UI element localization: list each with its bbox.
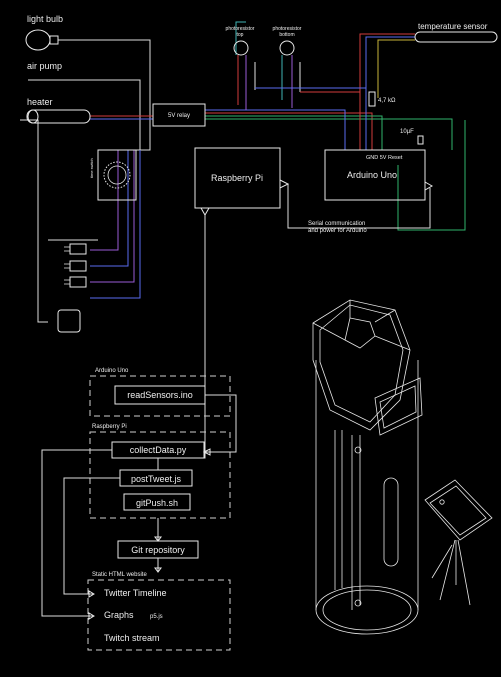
light-bulb: light bulb (25, 14, 63, 51)
air-pump-label: air pump (27, 61, 62, 71)
arduino-uno-board: GND 5V Reset Arduino Uno (324, 149, 434, 201)
power-plug-icon (64, 243, 87, 255)
post-tweet-label: postTweet.js (131, 474, 182, 484)
website-group (87, 579, 231, 651)
photoresistor-bottom-line2: bottom (279, 32, 294, 38)
graphs-lib-label: p5.js (150, 614, 163, 620)
photoresistor-top: photoresistor top (226, 26, 255, 56)
light-bulb-label: light bulb (27, 14, 63, 24)
collect-data-label: collectData.py (130, 445, 187, 455)
power-plug-icon (64, 276, 87, 288)
git-repository-label: Git repository (131, 545, 185, 555)
photoresistor-icon (279, 40, 295, 56)
raspberry-pi-board: Raspberry Pi (194, 147, 290, 217)
heater-icon (26, 109, 91, 124)
graphs-label: Graphs (104, 610, 134, 620)
photoresistor-top-line1: photoresistor (226, 26, 255, 32)
temperature-sensor-label: temperature sensor (418, 22, 488, 31)
serial-note-line2: and power for Arduino (308, 228, 367, 234)
arduino-group (89, 375, 231, 417)
camera-phone-icon (424, 479, 493, 541)
photoresistor-bottom-line1: photoresistor (273, 26, 302, 32)
twitch-stream-label: Twitch stream (104, 633, 160, 643)
time-switch: time switch (89, 149, 137, 201)
software-flow: Arduino Uno readSensors.ino Raspberry Pi… (41, 368, 237, 651)
air-pump: air pump (27, 61, 62, 71)
power-plug-icon (64, 260, 87, 272)
arduino-group-label: Arduino Uno (95, 368, 129, 374)
resistor-label: 4,7 kΩ (378, 98, 396, 104)
capacitor-label: 10µF (400, 129, 414, 135)
temperature-sensor: temperature sensor (414, 22, 498, 43)
relay: 5V relay (152, 103, 206, 127)
power-plugs (57, 243, 87, 333)
serial-note-line1: Serial communication (308, 221, 365, 227)
website-group-label: Static HTML website (92, 572, 147, 578)
twitter-timeline-label: Twitter Timeline (104, 588, 167, 598)
time-switch-label: time switch (89, 158, 94, 178)
heater: heater (26, 97, 91, 124)
read-sensors-label: readSensors.ino (127, 390, 193, 400)
arduino-uno-label: Arduino Uno (347, 170, 397, 180)
light-bulb-icon (25, 29, 59, 51)
photoresistor-icon (233, 40, 249, 56)
wall-socket (57, 309, 81, 333)
raspberry-pi-label: Raspberry Pi (211, 173, 263, 183)
capacitor: 10µF (400, 129, 424, 145)
enclosure-illustration (312, 299, 423, 635)
wiring (20, 21, 466, 323)
photoresistor-bottom: photoresistor bottom (273, 26, 302, 56)
time-switch-dial-icon (103, 161, 131, 189)
resistor: 4,7 kΩ (368, 91, 396, 107)
photoresistor-top-line2: top (237, 32, 244, 38)
git-push-box (123, 493, 191, 511)
relay-label: 5V relay (168, 113, 190, 119)
raspberry-group-label: Raspberry Pi (92, 424, 127, 430)
raspberry-group (89, 431, 231, 519)
git-push-label: gitPush.sh (136, 498, 178, 508)
heater-label: heater (27, 97, 53, 107)
tripod-icon (431, 539, 471, 606)
arduino-pins-label: GND 5V Reset (366, 155, 403, 161)
